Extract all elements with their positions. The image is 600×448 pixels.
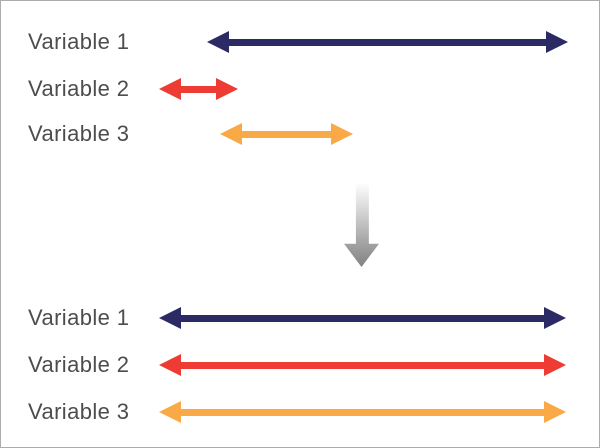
- variable-3-range-arrow-before: [220, 123, 353, 145]
- arrow-left-head-icon: [159, 307, 181, 329]
- arrow-shaft: [171, 361, 554, 369]
- variable-1-label-before: Variable 1: [28, 29, 130, 54]
- arrow-left-head-icon: [159, 354, 181, 376]
- variable-2-range-arrow-after: [159, 354, 566, 376]
- variable-3-label-after: Variable 3: [28, 399, 130, 424]
- variable-3-range-arrow-after: [159, 401, 566, 423]
- arrow-shaft: [232, 130, 341, 138]
- arrow-right-head-icon: [544, 354, 566, 376]
- arrow-left-head-icon: [220, 123, 242, 145]
- down-arrow-icon: [344, 184, 379, 267]
- arrow-shaft: [171, 408, 554, 416]
- variable-3-label-before: Variable 3: [28, 121, 130, 146]
- arrow-shaft: [171, 85, 226, 93]
- arrow-right-head-icon: [546, 31, 568, 53]
- arrow-shaft: [219, 38, 556, 46]
- arrow-left-head-icon: [207, 31, 229, 53]
- arrow-left-head-icon: [159, 78, 181, 100]
- arrow-shaft: [171, 314, 554, 322]
- variable-1-label-after: Variable 1: [28, 305, 130, 330]
- arrow-left-head-icon: [159, 401, 181, 423]
- variable-2-label-before: Variable 2: [28, 76, 130, 101]
- arrow-right-head-icon: [544, 401, 566, 423]
- variable-1-range-arrow-before: [207, 31, 568, 53]
- arrow-right-head-icon: [544, 307, 566, 329]
- arrow-right-head-icon: [331, 123, 353, 145]
- variable-2-range-arrow-before: [159, 78, 238, 100]
- variable-2-label-after: Variable 2: [28, 352, 130, 377]
- variable-1-range-arrow-after: [159, 307, 566, 329]
- arrow-right-head-icon: [216, 78, 238, 100]
